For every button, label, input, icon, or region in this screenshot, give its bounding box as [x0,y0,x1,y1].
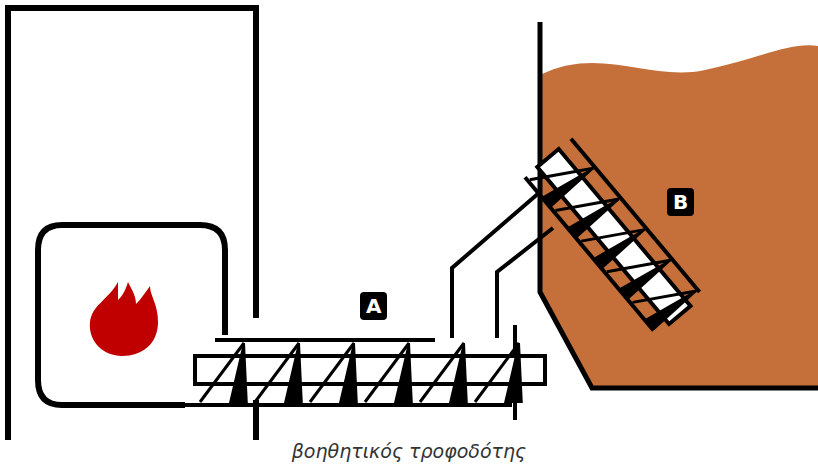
callout-letter: B [667,188,694,216]
chute [497,228,553,338]
auger-casing [185,403,512,407]
stove-body [8,8,256,440]
callout-letter: A [360,292,387,320]
hopper-wall [540,22,818,388]
incline-auger [525,139,703,335]
auger-casing [215,338,435,342]
flame [90,282,158,356]
caption: βοηθητικός τροφοδότης [0,440,818,462]
auger-flight [200,343,522,402]
